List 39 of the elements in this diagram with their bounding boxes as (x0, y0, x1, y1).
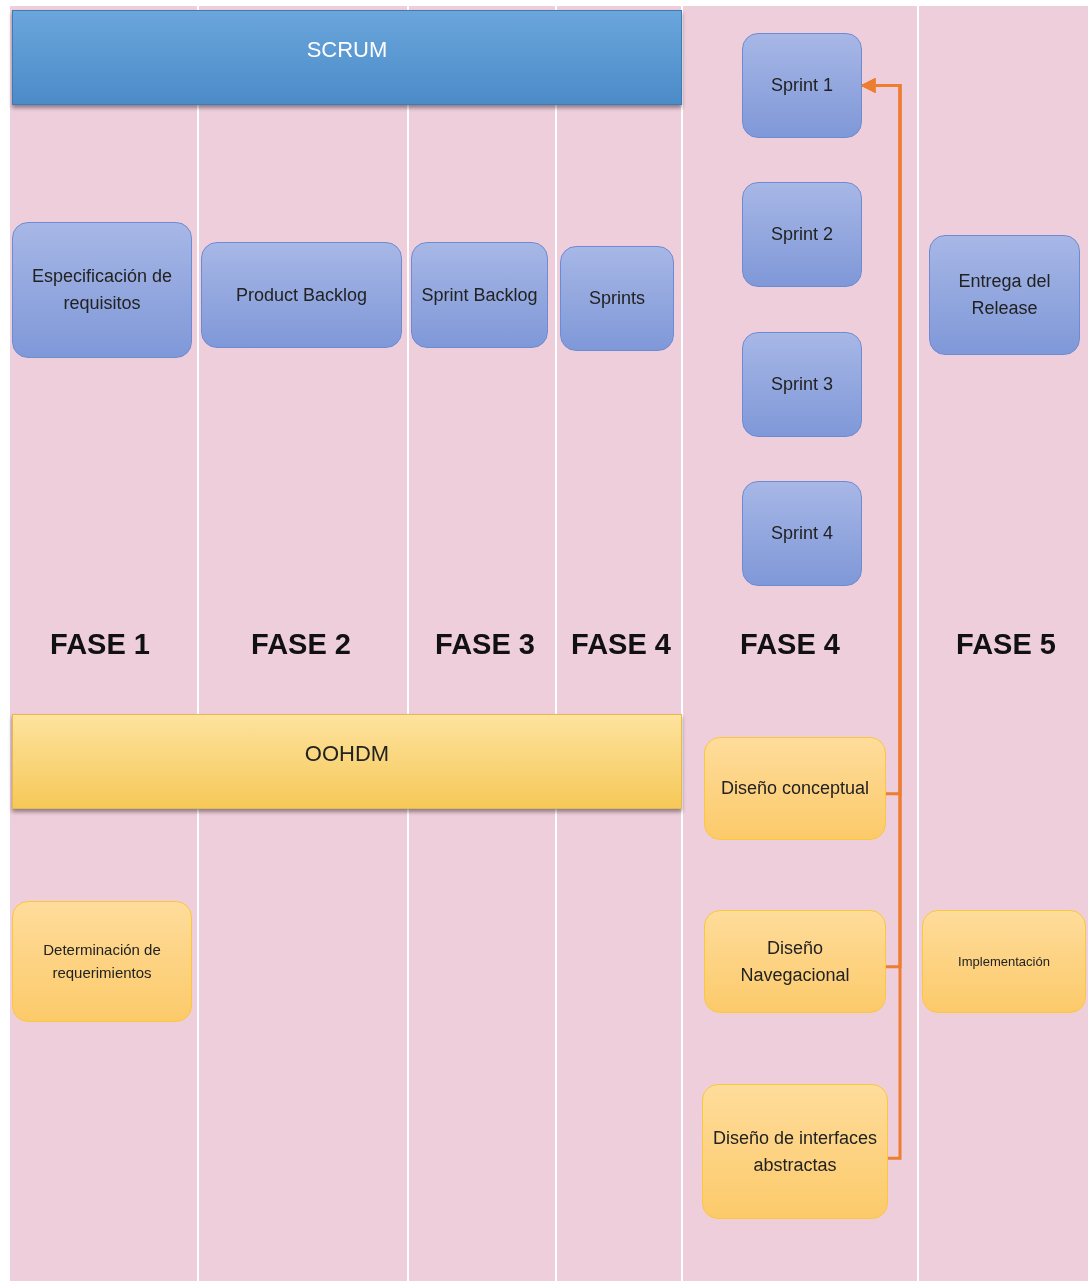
node-label: OOHDM (304, 740, 390, 768)
phase-label: FASE 4 (571, 628, 671, 661)
method-banner (12, 10, 682, 105)
phase-label: FASE 4 (740, 628, 840, 661)
node-label: Entrega del Release (957, 270, 1052, 320)
process-box (742, 33, 862, 138)
node-label: Product Backlog (235, 283, 368, 307)
node-label: Sprint 4 (770, 522, 833, 545)
process-box (411, 242, 548, 348)
node-label: Diseño Navegacional (739, 936, 851, 987)
node-label: Implementación (958, 952, 1050, 971)
node-label: Sprint Backlog (421, 283, 538, 307)
process-box (704, 737, 886, 840)
process-box (929, 235, 1080, 355)
phase-label: FASE 2 (251, 628, 351, 661)
connector-arrow (860, 78, 902, 1160)
phase-label: FASE 5 (956, 628, 1056, 661)
phase-label: FASE 3 (435, 628, 535, 661)
node-label: Sprints (589, 287, 645, 310)
node-label: Diseño de interfaces abstractas (711, 1126, 879, 1177)
node-label: Especificación de requisitos (30, 265, 174, 315)
process-box (702, 1084, 888, 1219)
process-box (12, 222, 192, 358)
node-label: Sprint 1 (770, 74, 833, 97)
node-label: Sprint 2 (770, 223, 833, 246)
process-box (704, 910, 886, 1013)
node-label: Determinación de requerimientos (42, 940, 162, 983)
process-box (922, 910, 1086, 1013)
phase-label: FASE 1 (50, 628, 150, 661)
node-label: SCRUM (306, 36, 388, 64)
node-label: Sprint 3 (770, 373, 833, 396)
node-label: Diseño conceptual (720, 777, 870, 800)
process-box (201, 242, 402, 348)
process-box (12, 901, 192, 1022)
process-box (560, 246, 674, 351)
process-box (742, 332, 862, 437)
method-banner (12, 714, 682, 809)
process-box (742, 481, 862, 586)
process-box (742, 182, 862, 287)
